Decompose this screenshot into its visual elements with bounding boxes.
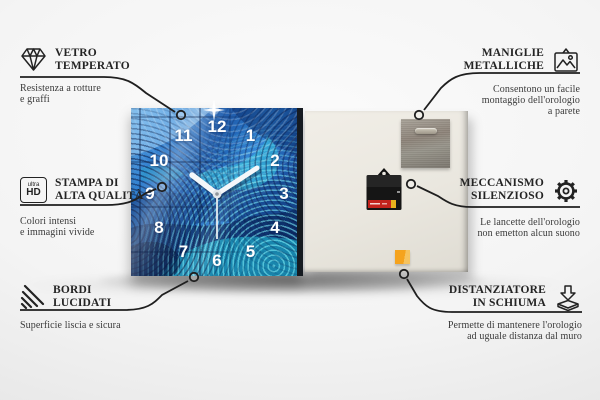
minute-hand [214, 165, 260, 197]
callout-title-line: SILENZIOSO [471, 190, 544, 202]
callout-subtitle-line: Superficie liscia e sicura [20, 320, 121, 331]
callout-title-line: METALLICHE [463, 60, 544, 72]
callout-title-line: BORDI [53, 284, 92, 296]
callout-vetro-temperato: VETRO TEMPERATO Resistenza a rotture e g… [20, 47, 190, 105]
clock-number: 11 [174, 125, 193, 145]
clock-number: 3 [279, 184, 289, 203]
polished-edge-icon [20, 284, 45, 309]
callout-subtitle-line: non emetton alcun suono [477, 228, 580, 239]
clock-number: 8 [154, 217, 164, 237]
clock-number: 7 [178, 242, 189, 262]
callout-maniglie-metalliche: MANIGLIE METALLICHE Consentono un facile… [400, 47, 580, 117]
callout-stampa-alta-qualita: ultra HD STAMPA DI ALTA QUALITÀ Colori i… [20, 177, 190, 238]
callout-title-line: DISTANZIATORE [448, 284, 546, 296]
foam-spacer-icon [554, 284, 582, 312]
gear-icon [552, 177, 580, 205]
hanger-slot [415, 128, 437, 134]
clock-number: 4 [270, 217, 280, 237]
callout-subtitle-line: e graffi [20, 94, 50, 105]
callout-subtitle-line: e immagini vivide [20, 227, 95, 238]
callout-title-line: IN SCHIUMA [472, 297, 546, 309]
clock-hands [189, 165, 262, 239]
callout-title-line: LUCIDATI [53, 297, 112, 309]
clock-number: 1 [245, 125, 256, 145]
clock-number: 10 [149, 150, 169, 170]
clock-number: 5 [245, 242, 256, 262]
clock-mechanism [366, 168, 402, 210]
callout-subtitle-line: ad uguale distanza dal muro [467, 331, 582, 342]
picture-frame-icon [552, 47, 580, 74]
callout-title-line: TEMPERATO [55, 60, 130, 72]
callout-subtitle-line: Consentono un facile [493, 84, 580, 95]
clock-number: 2 [270, 150, 280, 170]
callout-subtitle-line: Colori intensi [20, 216, 77, 227]
metal-hanger-plate [401, 119, 450, 168]
callout-meccanismo-silenzioso: MECCANISMO SILENZIOSO Le lancet [400, 177, 580, 239]
ultra-hd-icon-text: ultra [27, 182, 40, 188]
callout-title-line: MECCANISMO [459, 177, 544, 189]
ultra-hd-icon-text: HD [26, 187, 41, 198]
callout-title-line: MANIGLIE [481, 47, 544, 59]
ultra-hd-icon: ultra HD [20, 177, 47, 203]
diamond-icon [20, 47, 47, 72]
callout-subtitle-line: Resistenza a rotture [20, 83, 101, 94]
clock-number: 12 [207, 117, 227, 136]
callout-title-line: STAMPA DI [55, 177, 119, 189]
clock-number: 6 [212, 251, 222, 270]
callout-subtitle-line: Permette di mantenere l'orologio [447, 320, 582, 331]
callout-bordi-lucidati: BORDI LUCIDATI Superficie liscia e sicur… [20, 284, 200, 331]
foam-spacer [395, 250, 410, 264]
callout-title-line: ALTA QUALITÀ [55, 190, 144, 202]
callout-title-line: VETRO [55, 47, 97, 59]
callout-distanziatore-in-schiuma: DISTANZIATORE IN SCHIUMA Permette di man… [382, 284, 582, 342]
callout-subtitle-line: montaggio dell'orologio [481, 95, 580, 106]
callout-subtitle-line: Le lancette dell'orologio [480, 217, 580, 228]
callout-subtitle-line: a parete [547, 106, 580, 117]
sparkle-highlight [203, 99, 225, 121]
hour-hand [189, 172, 220, 197]
